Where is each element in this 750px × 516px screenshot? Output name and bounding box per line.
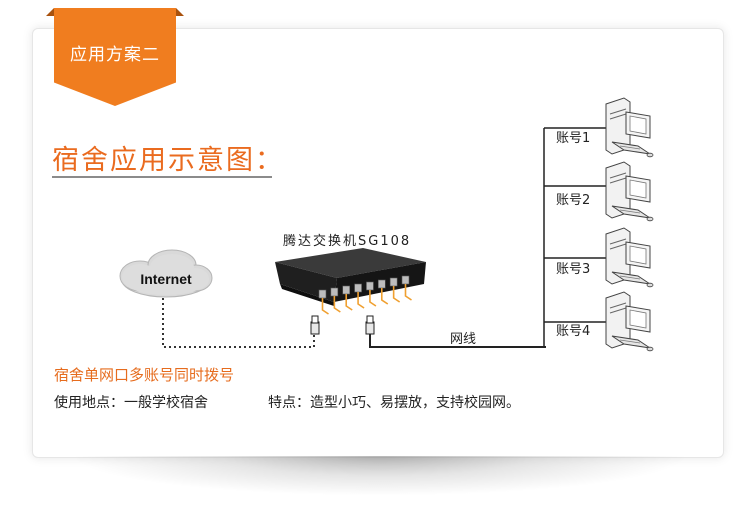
patch-cable <box>404 284 412 301</box>
distribution-line <box>543 127 606 348</box>
card-shadow <box>70 456 690 496</box>
switch-device-icon <box>275 248 426 315</box>
patch-cable <box>357 292 365 309</box>
patch-cable <box>345 294 353 311</box>
cable-label: 网线 <box>450 332 477 347</box>
ethernet-port-icon <box>354 283 362 293</box>
badge-fold-right <box>176 8 184 16</box>
ethernet-port-icon <box>342 285 351 295</box>
features-text: 特点：造型小巧、易摆放，支持校园网。 <box>268 395 520 411</box>
patch-cable <box>333 296 341 313</box>
ethernet-port-icon <box>389 277 398 287</box>
computer-icon <box>605 227 654 288</box>
account-label-3: 账号3 <box>556 262 591 277</box>
internet-cloud-label: Internet <box>140 271 192 287</box>
patch-cable <box>380 288 389 305</box>
account-label-4: 账号4 <box>556 324 591 339</box>
ethernet-port-icon <box>330 287 339 297</box>
ethernet-port-icon <box>401 275 410 285</box>
internet-cloud-icon <box>119 249 213 298</box>
scheme-badge-label: 应用方案二 <box>70 45 160 65</box>
scenario-subtitle: 宿舍单网口多账号同时拨号 <box>54 366 235 384</box>
computer-icon <box>605 291 654 352</box>
patch-cable <box>321 298 329 315</box>
account-label-2: 账号2 <box>556 193 591 208</box>
ethernet-port-icon <box>366 281 374 291</box>
computers <box>605 97 654 352</box>
usage-location-text: 使用地点：一般学校宿舍 <box>54 395 208 411</box>
rj45-plug-left-icon <box>310 315 320 335</box>
switch-ports <box>318 275 412 315</box>
account-label-1: 账号1 <box>556 131 591 146</box>
computer-icon <box>605 97 654 158</box>
computer-icon <box>605 161 654 222</box>
rj45-plug-right-icon <box>365 315 375 335</box>
scheme-badge <box>54 8 176 106</box>
diagram-title: 宿舍应用示意图： <box>52 145 284 176</box>
uplink-cable <box>369 334 546 348</box>
dotted-cable <box>162 298 315 348</box>
ethernet-port-icon <box>377 279 386 289</box>
ethernet-port-icon <box>318 289 327 299</box>
title-underline <box>52 176 272 178</box>
switch-label: 腾达交换机SG108 <box>283 234 412 249</box>
badge-fold-left <box>46 8 54 16</box>
patch-cable <box>392 286 401 303</box>
patch-cable <box>369 290 377 307</box>
